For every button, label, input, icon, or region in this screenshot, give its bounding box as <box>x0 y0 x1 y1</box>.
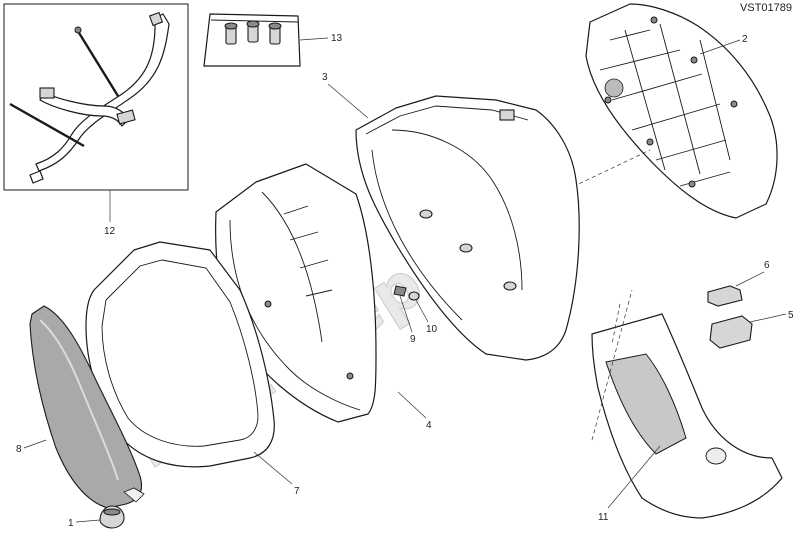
screw <box>393 285 407 297</box>
leader-1 <box>75 519 101 523</box>
leader-10 <box>415 299 429 323</box>
fastener-set <box>224 20 282 45</box>
strap-end <box>29 170 44 184</box>
washer <box>408 291 420 301</box>
cable-tie-2 <box>9 102 85 148</box>
latch-cover-group <box>709 315 753 349</box>
case-frame-ribs <box>261 191 333 343</box>
case-frame-edge <box>229 219 361 411</box>
callout-2: 2 <box>742 34 748 45</box>
fastener-bag-group <box>203 13 301 67</box>
callout-7: 7 <box>294 486 300 497</box>
ducati-logo <box>604 78 624 98</box>
strap-buckle-left <box>39 87 55 99</box>
cap-group <box>99 505 125 529</box>
leader-8 <box>23 439 47 449</box>
callout-10: 10 <box>426 324 438 335</box>
cable-tie-1-head <box>74 26 82 34</box>
bracket-group <box>591 313 783 519</box>
latch-cover <box>709 315 753 349</box>
screw-washer-group <box>393 285 420 301</box>
callout-11: 11 <box>598 512 609 523</box>
callout-8: 8 <box>16 444 22 455</box>
callout-6: 6 <box>764 260 770 271</box>
callout-4: 4 <box>426 420 432 431</box>
bracket-inner <box>605 353 687 455</box>
leader-7 <box>253 451 293 485</box>
case-shell-group <box>355 95 580 361</box>
latch-small <box>707 285 743 307</box>
bracket-hole <box>705 447 727 465</box>
ref-code: VST01789 <box>740 2 792 14</box>
callout-3: 3 <box>322 72 328 83</box>
strap-buckle-mid <box>116 109 136 125</box>
strap-loop <box>39 91 129 127</box>
leader-3 <box>327 83 369 119</box>
leader-4 <box>397 391 427 419</box>
assembly-guide <box>591 289 633 441</box>
side-trim-group <box>29 305 145 509</box>
strap-kit-group <box>3 3 189 191</box>
case-shell <box>355 95 580 361</box>
strap-buckle-top <box>148 11 164 27</box>
callout-9: 9 <box>410 334 416 345</box>
callout-5: 5 <box>788 310 794 321</box>
lid-liner <box>585 3 778 219</box>
leader-6 <box>735 271 765 287</box>
latch-small-group <box>707 285 743 307</box>
leader-5 <box>749 313 787 323</box>
callout-12: 12 <box>104 226 116 237</box>
side-cover-group <box>85 241 275 468</box>
callout-13: 13 <box>331 33 343 44</box>
case-shell-inner <box>391 129 523 291</box>
callout-1: 1 <box>68 518 74 529</box>
leader-9 <box>399 295 413 333</box>
side-trim-badge <box>123 487 145 503</box>
leader-2 <box>699 39 741 55</box>
leader-13 <box>299 37 329 41</box>
mounting-bracket <box>591 313 783 519</box>
side-cover-inner <box>101 259 259 447</box>
liner-grid <box>599 23 731 187</box>
leader-11 <box>607 445 661 509</box>
cable-tie-1 <box>74 27 120 97</box>
side-trim-highlight <box>39 319 119 481</box>
lid-liner-group <box>585 3 778 219</box>
